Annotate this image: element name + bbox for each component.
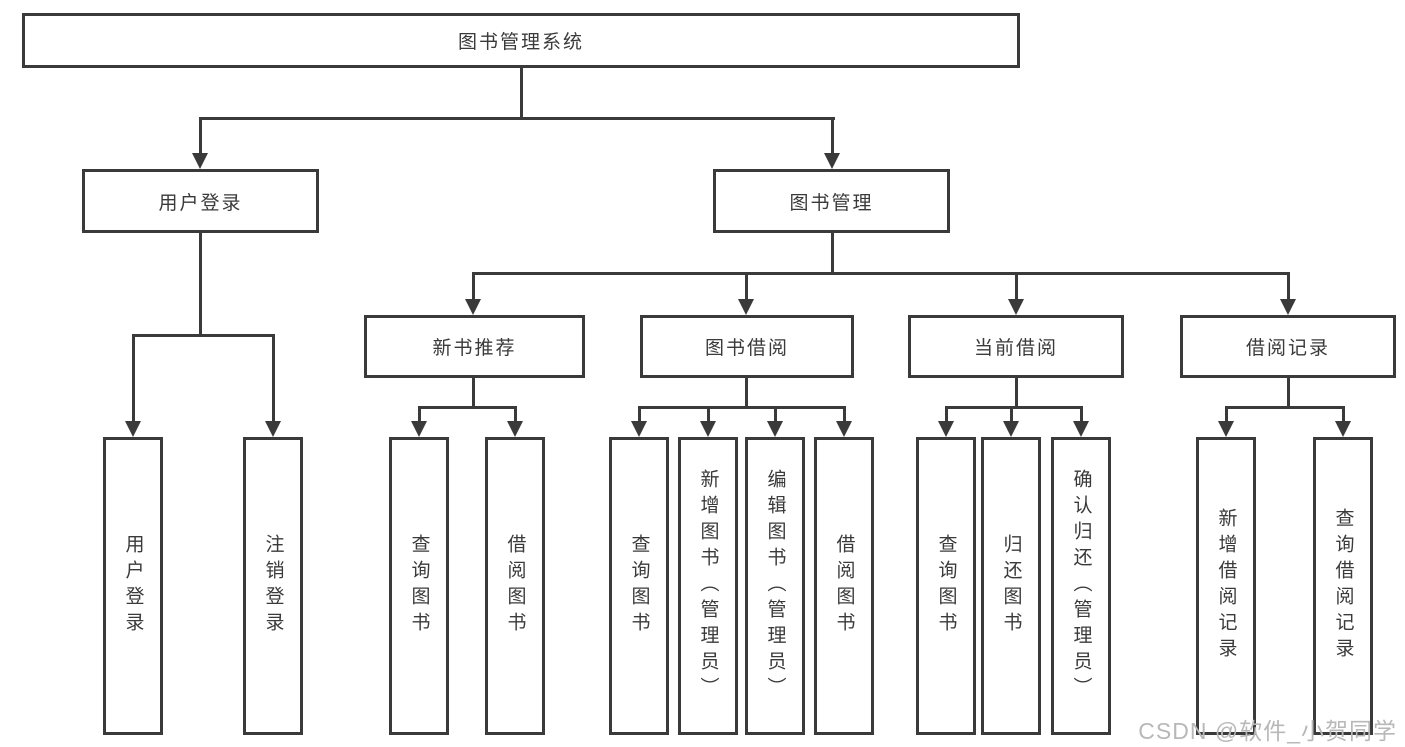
node-library-management-system: 图书管理系统 (22, 13, 1020, 68)
arrow-down-icon (411, 421, 427, 437)
connector-box-stem (472, 376, 475, 409)
arrow-down-icon (631, 421, 647, 437)
leaf-label: 借阅图书 (504, 534, 526, 638)
connector-arrow-stem (514, 406, 517, 424)
connector-arrow-stem (1342, 406, 1345, 424)
arrow-down-icon (1335, 421, 1351, 437)
node-label: 当前借阅 (973, 338, 1058, 359)
node-label: 图书管理 (789, 192, 874, 214)
connector-subbranch (418, 406, 517, 409)
arrow-down-icon (938, 421, 954, 437)
arrow-down-icon (125, 421, 141, 437)
arrow-down-icon (738, 299, 754, 315)
leaf-label: 用户登录 (122, 534, 144, 638)
node-user-login: 用户登录 (82, 169, 319, 233)
node-label: 图书借阅 (704, 338, 789, 359)
connector-arrow-stem (1225, 406, 1228, 424)
connector-subbranch (945, 406, 1083, 409)
csdn-watermark: CSDN @软件_小贺同学 (1138, 718, 1397, 744)
node-book-management: 图书管理 (713, 169, 950, 233)
connector-arrow-stem (707, 406, 710, 424)
connector-arrow-stem (272, 334, 275, 423)
leaf-label: 确认归还（管理员） (1070, 469, 1092, 703)
arrow-down-icon (192, 153, 208, 169)
node-current-borrowing: 当前借阅 (908, 315, 1124, 378)
connector-arrow-stem (945, 406, 948, 424)
leaf-query-borrow-record: 查询借阅记录 (1313, 437, 1373, 735)
connector-subbranch (1225, 406, 1345, 409)
connector-arrow-stem (199, 117, 202, 155)
arrow-down-icon (700, 421, 716, 437)
arrow-down-icon (767, 421, 783, 437)
arrow-down-icon (824, 153, 840, 169)
leaf-label: 归还图书 (1000, 534, 1022, 638)
leaf-query-books-current: 查询图书 (916, 437, 976, 735)
connector-userlogin-stem (199, 231, 202, 337)
node-book-borrowing: 图书借阅 (640, 315, 854, 378)
connector-level2-branch (472, 272, 1289, 275)
node-label: 图书管理系统 (457, 32, 584, 53)
connector-box-stem (745, 376, 748, 409)
arrow-down-icon (1008, 299, 1024, 315)
leaf-label: 查询图书 (408, 534, 430, 638)
arrow-down-icon (1280, 299, 1296, 315)
arrow-down-icon (1218, 421, 1234, 437)
arrow-down-icon (507, 421, 523, 437)
leaf-label: 新增图书（管理员） (697, 469, 719, 703)
leaf-label: 查询借阅记录 (1332, 508, 1354, 664)
leaf-query-books-recommend: 查询图书 (389, 437, 449, 735)
leaf-label: 查询图书 (935, 534, 957, 638)
node-label: 新书推荐 (432, 338, 517, 359)
leaf-borrow-books-borrowing: 借阅图书 (814, 437, 874, 735)
leaf-label: 借阅图书 (833, 534, 855, 638)
arrow-down-icon (1003, 421, 1019, 437)
leaf-edit-book-admin: 编辑图书（管理员） (745, 437, 805, 735)
connector-arrow-stem (831, 117, 834, 155)
arrow-down-icon (265, 421, 281, 437)
leaf-add-borrow-record: 新增借阅记录 (1196, 437, 1256, 735)
connector-arrow-stem (1080, 406, 1083, 424)
leaf-query-books-borrowing: 查询图书 (609, 437, 669, 735)
connector-arrow-stem (745, 272, 748, 301)
leaf-logout: 注销登录 (243, 437, 303, 735)
connector-root-stem (520, 66, 523, 119)
node-label: 借阅记录 (1245, 338, 1330, 359)
connector-arrow-stem (843, 406, 846, 424)
connector-arrow-stem (774, 406, 777, 424)
leaf-label: 编辑图书（管理员） (764, 469, 786, 703)
node-new-book-recommend: 新书推荐 (364, 315, 585, 378)
connector-bookmgmt-stem (831, 231, 834, 275)
arrow-down-icon (836, 421, 852, 437)
leaf-label: 注销登录 (262, 534, 284, 638)
connector-arrow-stem (418, 406, 421, 424)
leaf-add-book-admin: 新增图书（管理员） (678, 437, 738, 735)
connector-arrow-stem (1015, 272, 1018, 301)
leaf-return-book: 归还图书 (981, 437, 1041, 735)
connector-box-stem (1015, 376, 1018, 409)
connector-level1-branch (199, 117, 835, 120)
node-borrowing-records: 借阅记录 (1180, 315, 1396, 378)
connector-box-stem (1287, 376, 1290, 409)
connector-arrow-stem (472, 272, 475, 301)
connector-arrow-stem (132, 334, 135, 423)
connector-arrow-stem (1010, 406, 1013, 424)
connector-subbranch (638, 406, 846, 409)
leaf-label: 新增借阅记录 (1215, 508, 1237, 664)
arrow-down-icon (465, 299, 481, 315)
leaf-confirm-return-admin: 确认归还（管理员） (1051, 437, 1111, 735)
connector-userlogin-branch (132, 334, 275, 337)
connector-arrow-stem (1287, 272, 1290, 301)
leaf-user-login: 用户登录 (103, 437, 163, 735)
leaf-borrow-books-recommend: 借阅图书 (485, 437, 545, 735)
arrow-down-icon (1073, 421, 1089, 437)
leaf-label: 查询图书 (628, 534, 650, 638)
node-label: 用户登录 (158, 192, 243, 214)
connector-arrow-stem (638, 406, 641, 424)
